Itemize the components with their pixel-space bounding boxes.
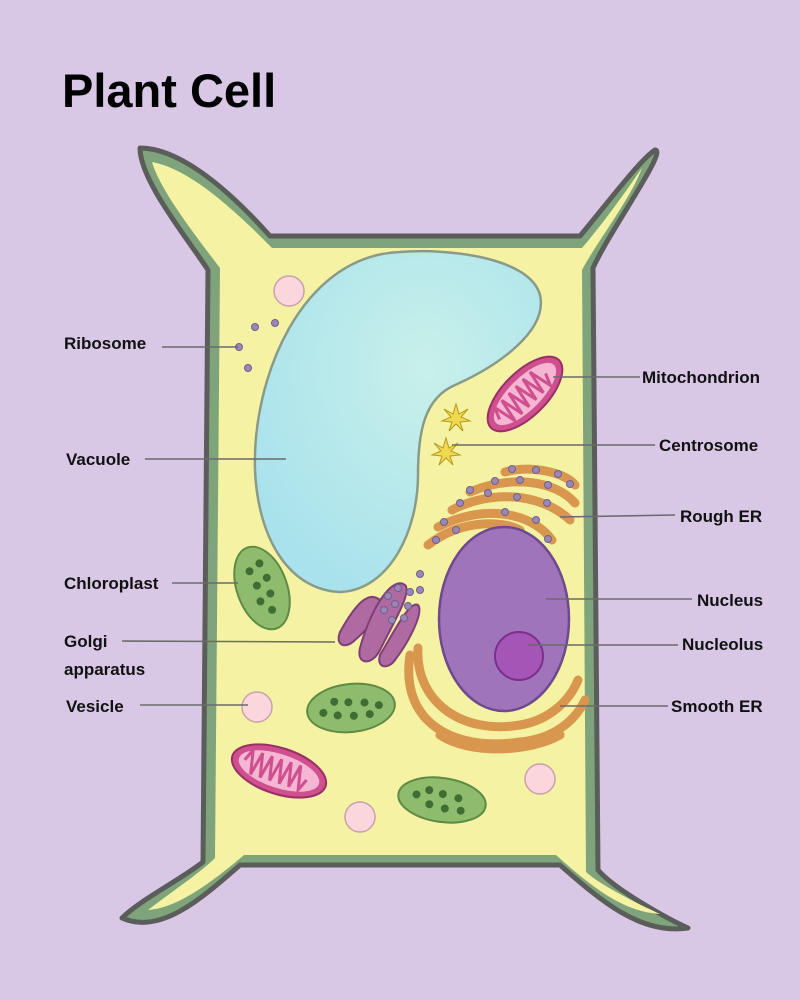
chloroplast <box>306 682 396 734</box>
golgi-leader <box>121 640 336 643</box>
vesicle <box>344 801 376 833</box>
mitochondrion <box>230 743 328 799</box>
label-nucleus: Nucleus <box>697 591 763 610</box>
label-chloroplast: Chloroplast <box>64 574 159 593</box>
label-vesicle: Vesicle <box>66 697 124 716</box>
vesicle <box>241 691 273 723</box>
label-nucleolus: Nucleolus <box>682 635 763 654</box>
vesicle <box>524 763 556 795</box>
smooth-er <box>404 643 590 754</box>
rough-er-ribosomes <box>432 465 574 544</box>
vacuole <box>253 249 543 594</box>
vesicle <box>273 275 305 307</box>
chloroplast <box>397 776 487 824</box>
label-golgi-line1: Golgi <box>64 632 107 651</box>
rough-er-leader <box>559 514 676 518</box>
label-ribosome: Ribosome <box>64 334 146 353</box>
nucleus <box>437 525 571 713</box>
chloroplast <box>233 545 291 631</box>
label-centrosome: Centrosome <box>659 436 758 455</box>
ribosome-group <box>235 319 279 372</box>
label-rough-er: Rough ER <box>680 507 762 526</box>
nucleolus <box>494 631 544 681</box>
label-smooth-er: Smooth ER <box>671 697 763 716</box>
mitochondrion <box>486 355 564 433</box>
label-vacuole: Vacuole <box>66 450 130 469</box>
golgi-vesicles <box>380 570 424 624</box>
label-mitochondrion: Mitochondrion <box>642 368 760 387</box>
centrosome <box>440 402 472 432</box>
page-title: Plant Cell <box>62 64 276 117</box>
label-golgi-line2: apparatus <box>64 660 145 679</box>
